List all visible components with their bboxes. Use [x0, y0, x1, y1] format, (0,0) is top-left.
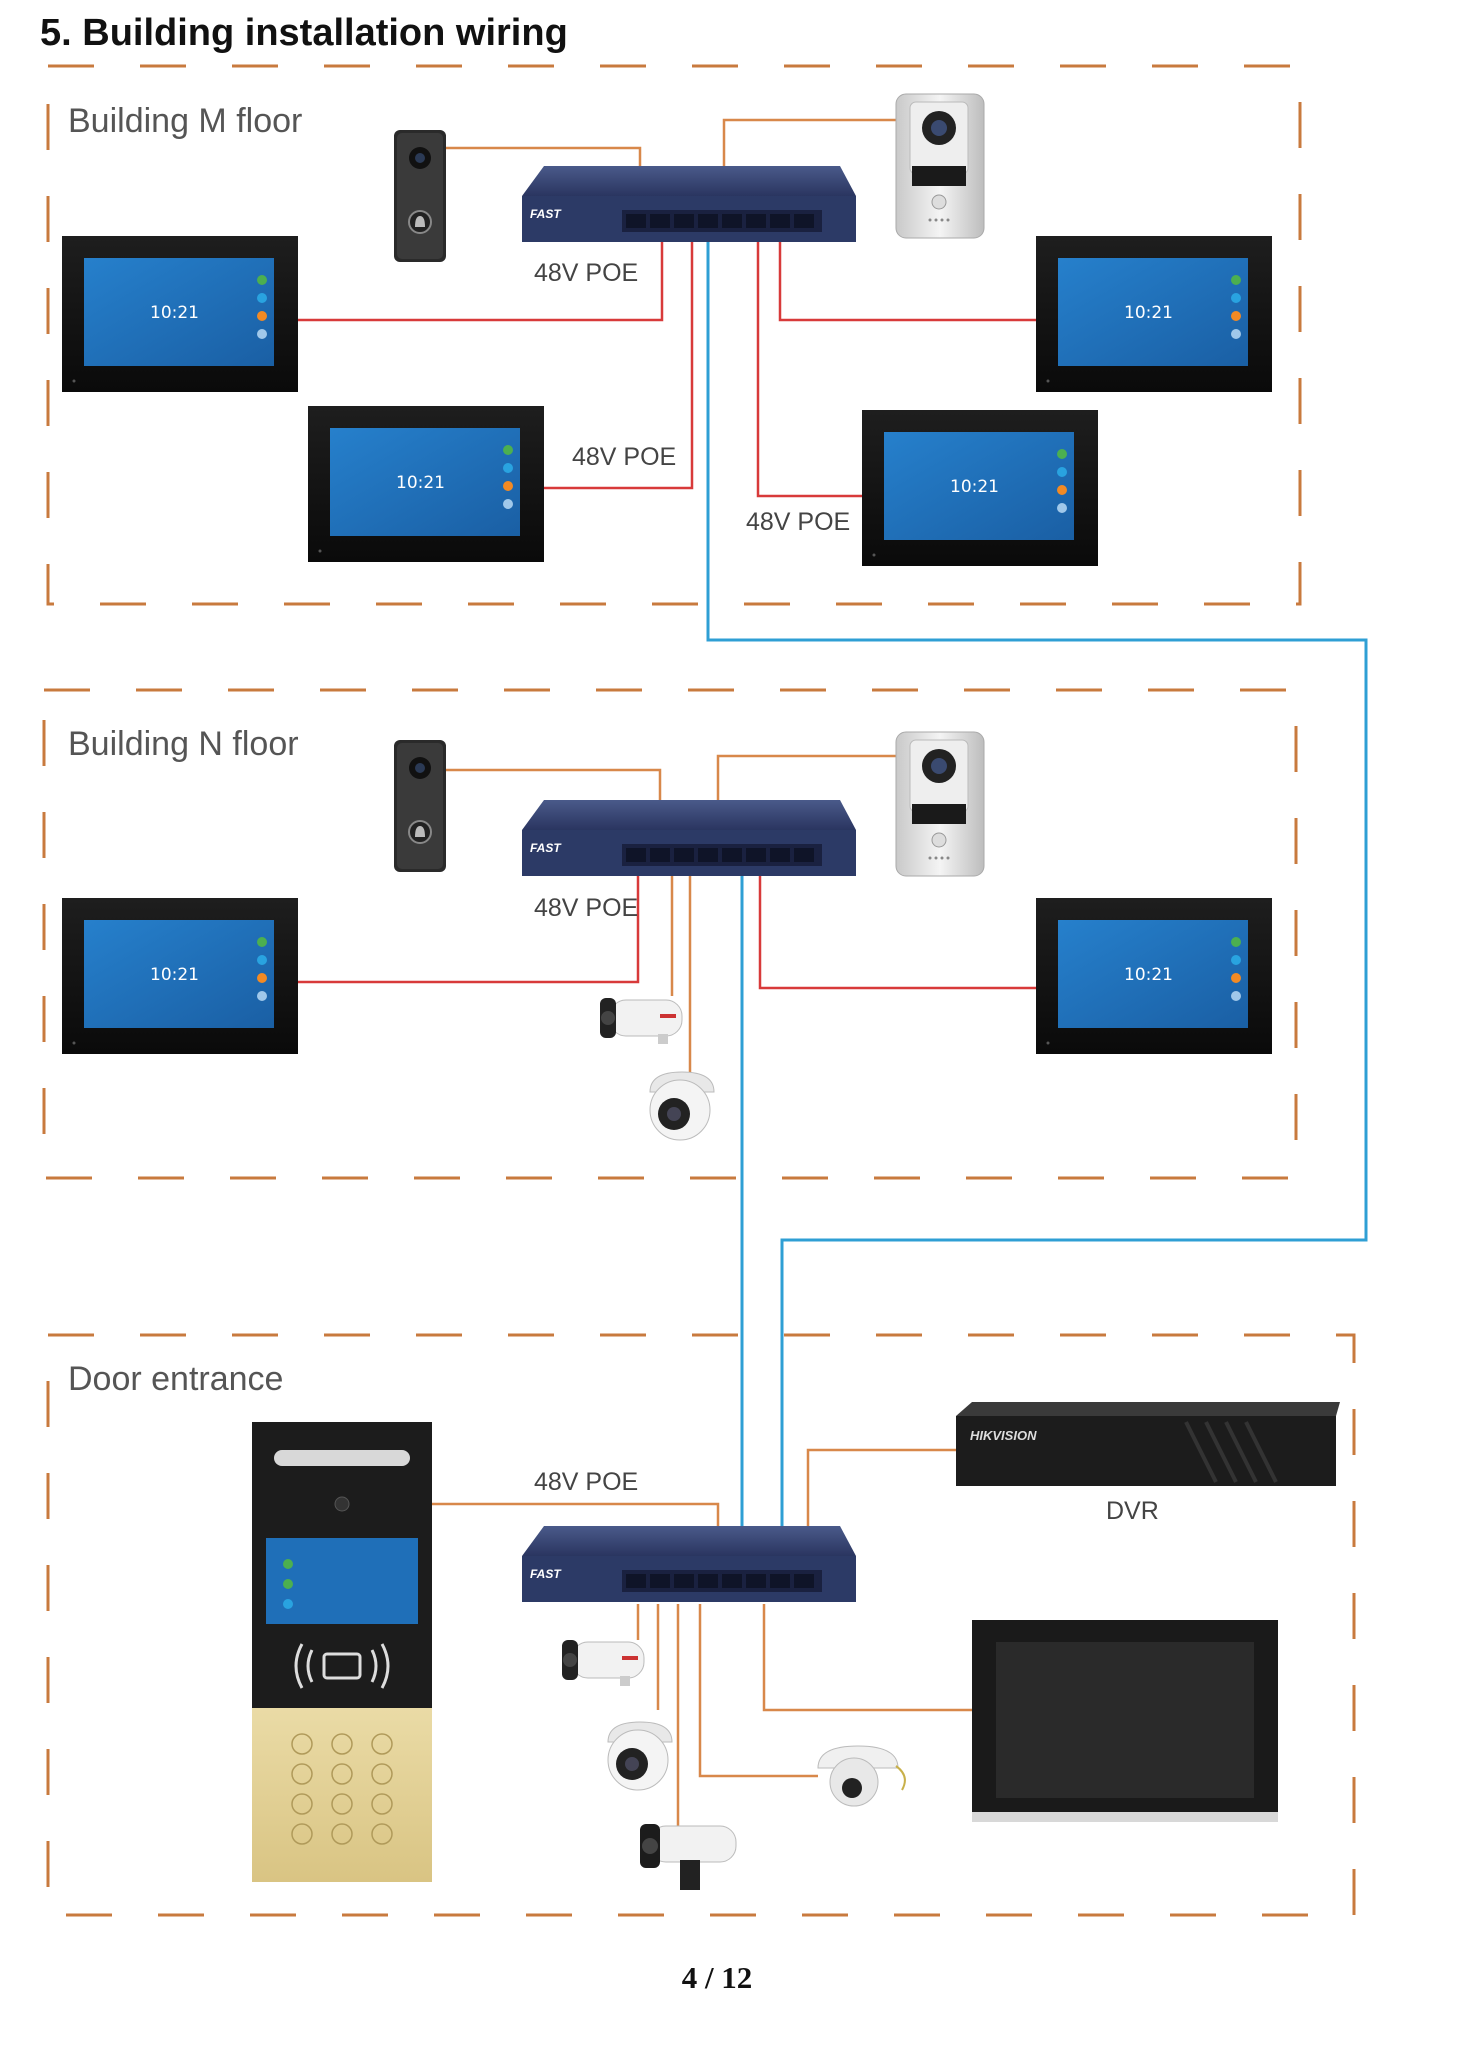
bullet-camera-icon [599, 997, 683, 1045]
indoor-monitor-icon: 10:21 [1036, 898, 1272, 1054]
section-label-m: Building M floor [68, 102, 302, 140]
indoor-monitor-icon: 10:21 [308, 406, 544, 562]
poe-switch-n: FAST [522, 800, 856, 876]
cable-monitor-m3 [542, 224, 694, 490]
section-label-door: Door entrance [68, 1360, 283, 1398]
poe-label-n: 48V POE [534, 894, 638, 922]
switch-brand-n: FAST [530, 841, 562, 855]
poe-label-m1: 48V POE [534, 259, 638, 287]
monitor-clock: 10:21 [1124, 965, 1173, 985]
poe-label-m3: 48V POE [746, 508, 850, 536]
switch-brand-door: FAST [530, 1567, 562, 1581]
indoor-monitor-icon [972, 1620, 1278, 1822]
poe-switch-door: FAST [522, 1526, 856, 1602]
switch-brand-m: FAST [530, 207, 562, 221]
bullet-camera-icon [640, 1824, 737, 1890]
monitor-clock: 10:21 [150, 303, 199, 323]
section-border-door [46, 1333, 1356, 1917]
cable-monitor-door [762, 1604, 972, 1712]
speed-dome-icon [817, 1745, 906, 1807]
indoor-monitor-icon: 10:21 [62, 236, 298, 392]
backbone-cables [706, 224, 1368, 1550]
keypad-icon [291, 1733, 393, 1845]
rfid-icon [294, 1643, 390, 1689]
indoor-monitor-icon: 10:21 [62, 898, 298, 1054]
dvr-label: DVR [1106, 1497, 1159, 1525]
bullet-camera-icon [561, 1639, 645, 1687]
door-station-icon [895, 93, 985, 239]
cable-monitor-m1 [296, 224, 664, 322]
cable-dvr [806, 1448, 956, 1550]
cable-speeddome-door [698, 1604, 818, 1778]
indoor-monitor-icon: 10:21 [862, 410, 1098, 566]
poe-switch-m: FAST [522, 166, 856, 242]
monitor-clock: 10:21 [1124, 303, 1173, 323]
monitor-clock: 10:21 [150, 965, 199, 985]
cables-door [432, 1448, 972, 1830]
monitor-clock: 10:21 [396, 473, 445, 493]
doorbell-icon [393, 129, 447, 263]
poe-label-door: 48V POE [534, 1468, 638, 1496]
dome-camera-icon [649, 1071, 715, 1141]
section-border-n [42, 688, 1298, 1180]
cable-monitor-n1 [296, 856, 640, 984]
cable-monitor-m2 [778, 224, 1036, 322]
poe-label-m2: 48V POE [572, 443, 676, 471]
indoor-monitor-icon: 10:21 [1036, 236, 1272, 392]
section-border-m [46, 64, 1302, 606]
dvr-brand: HIKVISION [970, 1428, 1037, 1443]
section-label-n: Building N floor [68, 725, 299, 763]
monitor-clock: 10:21 [950, 477, 999, 497]
dome-camera-icon [607, 1721, 673, 1791]
outdoor-panel-icon [252, 1422, 432, 1882]
door-station-icon [895, 731, 985, 877]
page-title: 5. Building installation wiring [40, 12, 568, 54]
dvr-icon: HIKVISION [956, 1402, 1340, 1486]
doorbell-icon [393, 739, 447, 873]
backbone-cable-m [706, 224, 1368, 1550]
page-number: 4 / 12 [681, 1960, 753, 1995]
cable-monitor-n2 [758, 856, 1036, 990]
cable-monitor-m4 [756, 224, 862, 498]
